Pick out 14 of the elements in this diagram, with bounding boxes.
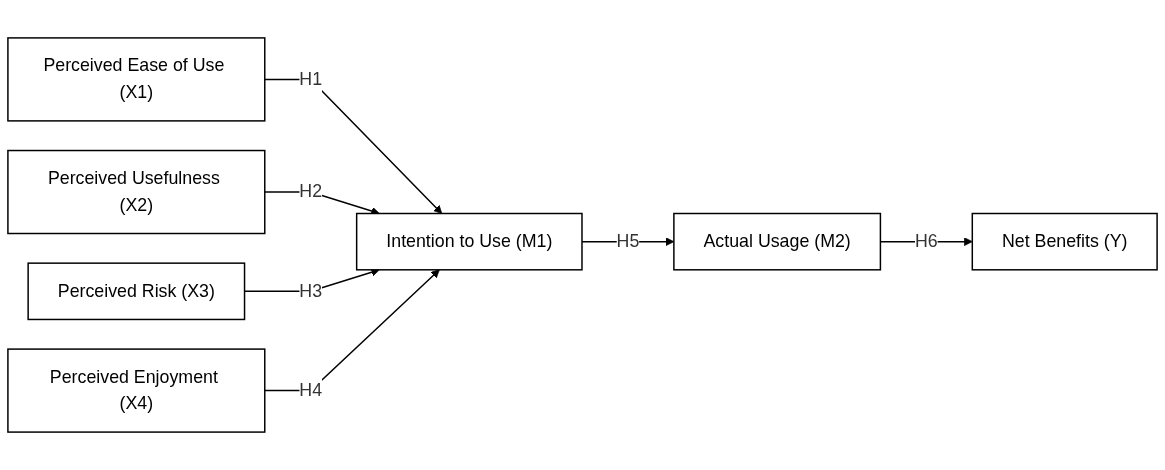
edge-label: H5 [616,231,640,252]
node-box: Perceived Risk (X3) [27,262,246,321]
edge-label: H1 [299,69,323,89]
node-box: Actual Usage (M2) [673,212,882,271]
node-box: Perceived Usefulness (X2) [7,149,266,235]
edge-label: H2 [299,181,323,202]
node-box: Perceived Ease of Use (X1) [7,37,266,122]
node-box: Intention to Use (M1) [355,212,583,271]
node-box: Net Benefits (Y) [971,212,1158,271]
node-box: Perceived Enjoyment (X4) [7,348,266,433]
edge-label: H6 [914,231,938,252]
edge-label: H4 [299,380,323,400]
arrow [264,269,440,392]
edge-label: H3 [299,280,323,301]
